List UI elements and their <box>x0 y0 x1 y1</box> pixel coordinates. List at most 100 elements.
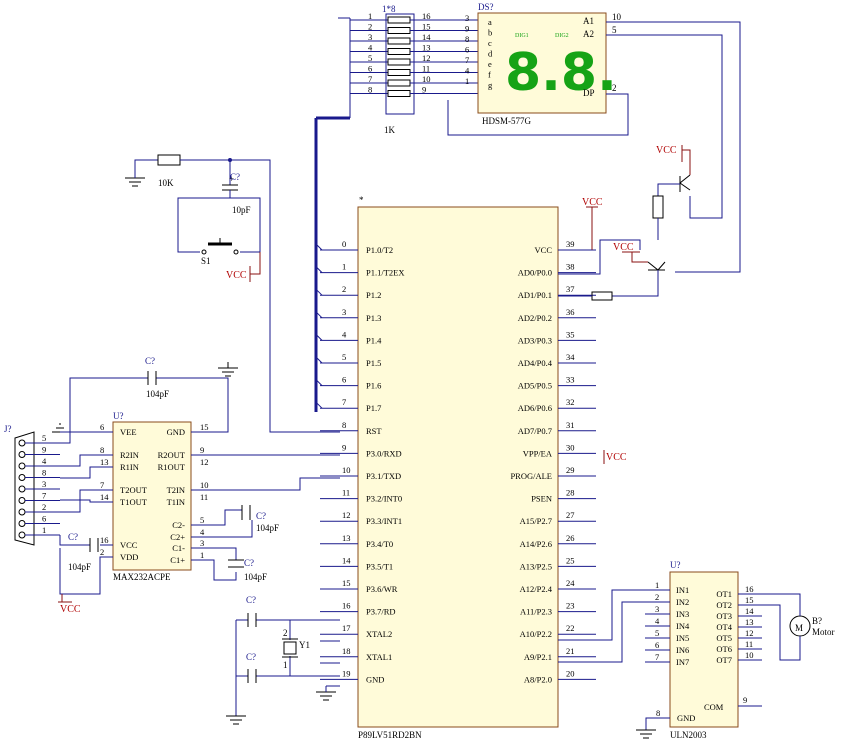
mcu-pin-name: P3.0/RXD <box>366 448 402 458</box>
display-seg-pin: 1 <box>465 76 469 86</box>
mcu-pin-name: AD4/P0.4 <box>518 358 553 368</box>
resnet-pin-left: 5 <box>368 53 372 63</box>
max232-pin-name: R1OUT <box>158 462 186 472</box>
max232-pin-num: 4 <box>200 527 205 537</box>
connector-pin-num: 9 <box>42 445 46 455</box>
display-seg-pin: 7 <box>465 55 469 65</box>
max232-pin-name: R1IN <box>120 462 139 472</box>
max232-pin-num: 6 <box>100 422 104 432</box>
mcu-pin-num: 11 <box>342 488 350 498</box>
uln-pin-num: 15 <box>745 595 754 605</box>
mcu-pin-num: 29 <box>566 465 575 475</box>
resnet-resistor <box>387 69 411 76</box>
motor-symbol: M <box>795 623 803 633</box>
c-x2-ref: C? <box>246 652 256 662</box>
resnet-pin-right: 12 <box>422 53 431 63</box>
resnet-body <box>385 13 415 115</box>
max232-pin-name: T2IN <box>167 485 185 495</box>
connector-pin-dot <box>18 508 26 516</box>
uln-pin-num: 5 <box>655 628 659 638</box>
max232-pin-name: VCC <box>120 540 138 550</box>
mcu-pin-num: 39 <box>566 239 575 249</box>
uln-pin-name: OT2 <box>716 600 732 610</box>
connector-pin-dot <box>18 497 26 504</box>
vcc-label-mcu: VCC <box>582 197 603 208</box>
mcu-pin-name: A14/P2.6 <box>520 539 552 549</box>
max232-pin-num: 9 <box>200 445 204 455</box>
max232-pin-num: 15 <box>200 422 209 432</box>
resnet-resistor <box>387 58 411 66</box>
resnet-pin-left: 7 <box>368 74 372 84</box>
resnet-resistor <box>387 90 411 97</box>
uln-pin-num: 1 <box>655 580 659 590</box>
max232-pin-num: 13 <box>100 457 109 467</box>
mcu-pin-name: PSEN <box>531 494 552 504</box>
connector-pin-num: 8 <box>42 468 46 478</box>
max232-pin-name: T1IN <box>167 497 185 507</box>
vcc-label-reset: VCC <box>226 270 247 281</box>
mcu-pin-num: 7 <box>342 397 346 407</box>
mcu-part-name: P89LV51RD2BN <box>358 730 422 740</box>
display-dp: DP <box>583 88 595 98</box>
connector-pin-num: 4 <box>42 456 47 466</box>
uln-ref: U? <box>670 560 681 570</box>
mcu-pin-name: P3.4/T0 <box>366 539 393 549</box>
vcc-label-q2: VCC <box>613 242 634 253</box>
mcu-pin-name: AD1/P0.1 <box>518 290 552 300</box>
c-c2-ref: C? <box>256 511 266 521</box>
c-c1-ref: C? <box>244 558 254 568</box>
resnet-pin-right: 13 <box>422 43 431 53</box>
c-rst-value: 10pF <box>232 205 251 215</box>
mcu-pin-name: P1.0/T2 <box>366 245 393 255</box>
mcu-pin-num: 14 <box>342 555 351 565</box>
display-seg-pin: 3 <box>465 13 469 23</box>
mcu-pin-name: AD6/P0.6 <box>518 403 552 413</box>
driver-transistors: VCC VCC VCC <box>558 145 691 301</box>
mcu-pin-name: VPP/EA <box>523 448 553 458</box>
uln-pin-name: OT5 <box>716 633 732 643</box>
max232-pin-name: C2+ <box>170 532 185 542</box>
data-bus <box>314 17 351 412</box>
mcu-pin-name: RST <box>366 426 382 436</box>
max232-pin-num: 5 <box>200 515 204 525</box>
uln-gnd-num: 8 <box>656 708 660 718</box>
c-rst-plus: + <box>229 174 234 184</box>
resnet-pin-right: 9 <box>422 85 426 95</box>
mcu-pin-num: 6 <box>342 375 346 385</box>
mcu-pin-num: 18 <box>342 646 351 656</box>
max232-ref: U? <box>113 411 124 421</box>
mcu-pin-name: A12/P2.4 <box>520 584 553 594</box>
resnet-resistor <box>387 79 411 87</box>
display-seg-letter: e <box>488 59 492 69</box>
mcu-pin-num: 28 <box>566 488 575 498</box>
max232-pin-num: 2 <box>100 547 104 557</box>
uln-pin-name: IN3 <box>676 609 689 619</box>
mcu-pin-name: VCC <box>535 245 553 255</box>
mcu-pin-num: 33 <box>566 375 575 385</box>
uln-pin-name: IN1 <box>676 585 689 595</box>
top-capacitor: C? 104pF <box>52 356 238 433</box>
display-a1: A1 <box>583 16 594 26</box>
motor-ref: B? <box>812 616 822 626</box>
mcu-pin-name: PROG/ALE <box>510 471 552 481</box>
resnet-pin-left: 1 <box>368 11 372 21</box>
mcu-pin-name: P3.3/INT1 <box>366 516 402 526</box>
uln-pin-num: 12 <box>745 628 754 638</box>
mcu-pin-name: AD7/P0.7 <box>518 426 552 436</box>
crystal-circuit: C? C? 2 1 Y1 <box>226 595 340 725</box>
resnet-pin-right: 16 <box>422 11 431 21</box>
display-seg-pin: 6 <box>465 45 469 55</box>
uln-pin-num: 4 <box>655 616 660 626</box>
mcu-pin-num: 38 <box>566 262 575 272</box>
resnet-pin-left: 4 <box>368 43 373 53</box>
mcu-pin-name: P1.3 <box>366 313 381 323</box>
vcc-label-ea: VCC <box>606 452 627 463</box>
mcu-pin-num: 37 <box>566 284 575 294</box>
mcu-pin-num: 15 <box>342 578 351 588</box>
uln-pin-num: 16 <box>745 584 754 594</box>
resnet-pin-left: 8 <box>368 85 372 95</box>
display-digits: 8.8. <box>505 43 617 103</box>
display-seg-pin: 9 <box>465 24 469 34</box>
mcu-chip: * P89LV51RD2BN 0P1.0/T21P1.1/T2EX2P1.23P… <box>315 195 596 740</box>
mcu-pin-name: A15/P2.7 <box>520 516 552 526</box>
